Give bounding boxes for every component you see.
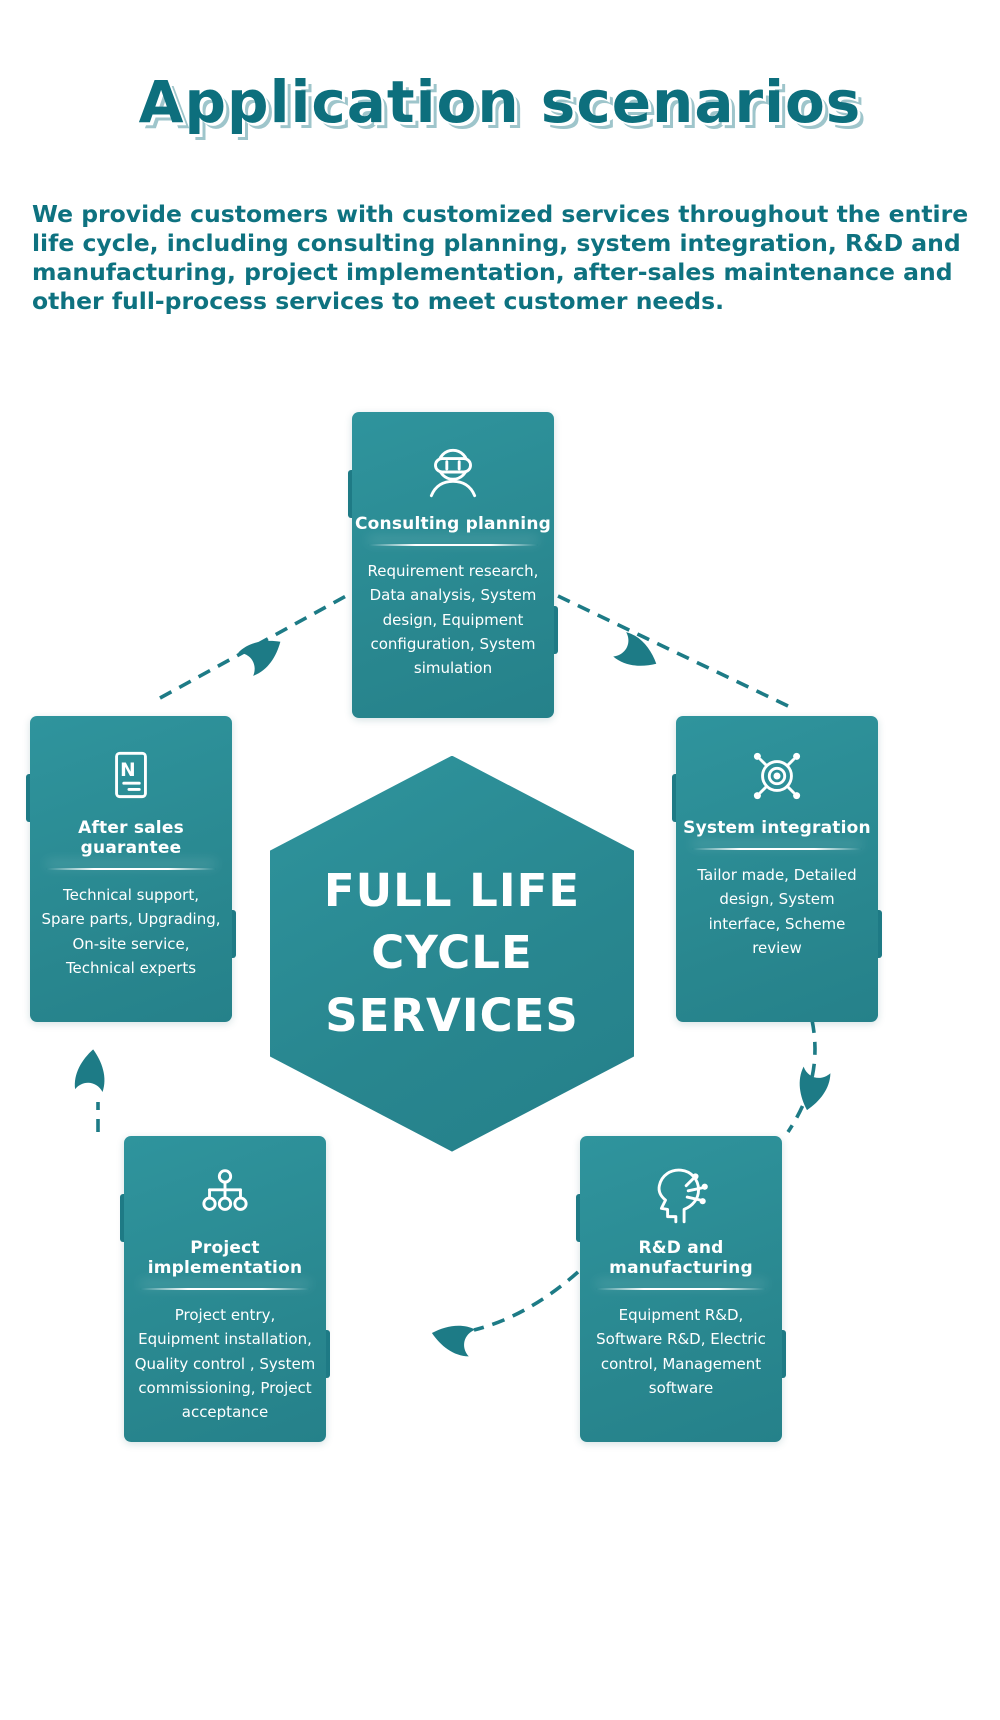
- card-system-integration: System integration Tailor made, Detailed…: [672, 715, 882, 1022]
- card-title: After sales guarantee: [78, 817, 184, 858]
- intro-paragraph: We provide customers with customized ser…: [32, 200, 969, 315]
- page-title: Application scenarios: [138, 68, 862, 136]
- card-rd-and-manufacturing: R&D and manufacturing Equipment R&D, Sof…: [576, 1135, 786, 1442]
- card-divider: [368, 543, 538, 547]
- card-body: Equipment R&D, Software R&D, Electric co…: [596, 1306, 766, 1397]
- arrow-integration-to-rd: [786, 1019, 831, 1133]
- card-title: R&D and manufacturing: [609, 1237, 753, 1278]
- card-body: Project entry, Equipment installation, Q…: [134, 1306, 316, 1422]
- card-after-sales-guarantee: N After sales guarantee Technical suppor…: [26, 715, 236, 1022]
- card-divider: [140, 1287, 310, 1291]
- cycle-arrows: [74, 593, 831, 1356]
- card-consulting-planning: Consulting planning Requirement research…: [348, 411, 558, 718]
- card-divider: [692, 847, 862, 851]
- center-hexagon: FULL LIFE CYCLE SERVICES: [270, 755, 634, 1152]
- arrow-implementation-to-aftersales: [74, 1048, 105, 1132]
- card-divider: [596, 1287, 766, 1291]
- card-body: Tailor made, Detailed design, System int…: [697, 866, 857, 957]
- org-chart-icon: [124, 1136, 326, 1236]
- card-body: Requirement research, Data analysis, Sys…: [367, 562, 539, 678]
- card-project-implementation: Project implementation Project entry, Eq…: [120, 1135, 330, 1442]
- hexagon-text-line: SERVICES: [325, 988, 579, 1042]
- svg-text:N: N: [120, 760, 136, 781]
- hexagon-text-line: FULL LIFE: [323, 863, 581, 917]
- lifecycle-diagram: FULL LIFE CYCLE SERVICES Consulting plan…: [0, 398, 1000, 1498]
- arrow-consulting-to-integration: [557, 593, 789, 708]
- card-title: System integration: [683, 817, 871, 838]
- hexagon-text-line: CYCLE: [371, 926, 533, 980]
- vr-headset-icon: [352, 412, 554, 512]
- card-body: Technical support, Spare parts, Upgradin…: [41, 886, 221, 977]
- card-divider: [46, 867, 216, 871]
- arrow-aftersales-to-consulting: [159, 593, 347, 700]
- arrow-rd-to-implementation: [431, 1270, 580, 1356]
- ai-head-icon: [580, 1136, 782, 1236]
- card-title: Project implementation: [147, 1237, 303, 1278]
- integration-network-icon: [676, 716, 878, 816]
- card-title: Consulting planning: [354, 513, 552, 534]
- document-icon: N: [30, 716, 232, 816]
